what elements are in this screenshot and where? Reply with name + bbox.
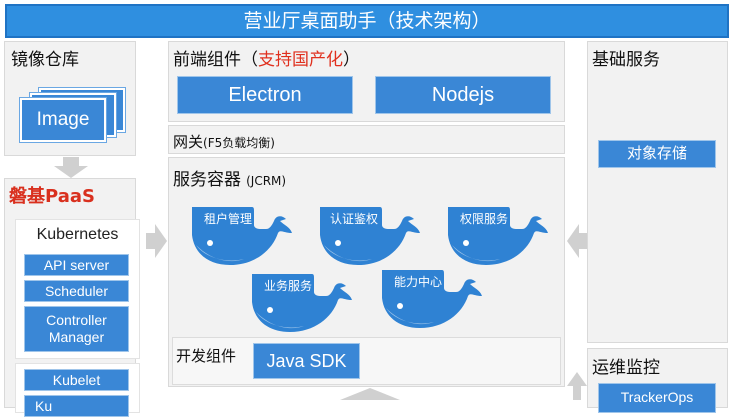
whale-tenant-icon <box>192 207 292 265</box>
whale-business-icon <box>252 274 352 332</box>
up-arrow-icon <box>567 372 587 400</box>
whale-auth-label: 认证鉴权 <box>329 212 378 226</box>
api-server-box: API server <box>24 254 129 276</box>
nodejs-box: Nodejs <box>375 76 551 114</box>
image-box: Image <box>20 98 106 142</box>
controller-manager-box: Controller Manager <box>24 306 129 352</box>
service-container-label: 服务容器 (JCRM) <box>173 165 286 190</box>
partial-component-box: Ku <box>24 395 129 417</box>
whale-permission-icon <box>448 207 548 265</box>
image-label: Image <box>36 109 90 130</box>
devkit-title: 开发组件 <box>176 347 237 365</box>
whale-auth-icon <box>320 207 420 265</box>
node-box: Kubelet Ku <box>15 363 140 417</box>
whale-permission-label: 权限服务 <box>459 212 508 226</box>
left-arrow-icon <box>567 224 589 258</box>
ops-panel: 运维监控 TrackerOps <box>587 348 728 413</box>
bottom-arrow-shape <box>340 388 400 400</box>
paas-title: 磐基PaaS <box>9 186 95 207</box>
down-arrow-icon <box>54 157 88 178</box>
gateway-label: 网关(F5负载均衡) <box>173 131 275 152</box>
devkit-section: 开发组件 Java SDK <box>172 337 561 385</box>
base-services-title: 基础服务 <box>592 50 660 70</box>
service-container-title: 服务容器 <box>173 170 241 190</box>
frontend-title-highlight: 支持国产化 <box>258 50 343 70</box>
base-services-panel: 基础服务 对象存储 <box>587 41 728 343</box>
gateway-bar: 网关(F5负载均衡) <box>168 125 565 154</box>
image-repo-title: 镜像仓库 <box>11 50 79 70</box>
frontend-panel: 前端组件（支持国产化） Electron Nodejs <box>168 41 565 122</box>
electron-box: Electron <box>177 76 353 114</box>
object-storage-box: 对象存储 <box>598 140 716 168</box>
page-title: 营业厅桌面助手（技术架构） <box>5 4 729 38</box>
kubelet-box: Kubelet <box>24 369 129 391</box>
frontend-title-suffix: ） <box>343 50 360 70</box>
whale-capability-icon <box>382 270 482 328</box>
whale-business-label: 业务服务 <box>263 279 312 293</box>
ops-title: 运维监控 <box>592 358 660 378</box>
service-container-note: (JCRM) <box>246 174 287 188</box>
frontend-title-prefix: 前端组件（ <box>173 50 258 70</box>
paas-panel: 磐基PaaS Kubernetes API server Scheduler C… <box>4 178 140 417</box>
scheduler-box: Scheduler <box>24 280 129 302</box>
trackerops-box: TrackerOps <box>598 383 716 413</box>
right-arrow-icon <box>146 224 167 258</box>
frontend-title: 前端组件（支持国产化） <box>173 45 360 70</box>
image-repo-panel: 镜像仓库 Image <box>4 41 136 156</box>
whale-capability-label: 能力中心 <box>393 275 442 289</box>
kubernetes-box: Kubernetes API server Scheduler Controll… <box>15 219 140 359</box>
kubernetes-label: Kubernetes <box>36 226 119 243</box>
whale-tenant-label: 租户管理 <box>203 212 252 226</box>
gateway-title: 网关 <box>173 133 204 151</box>
gateway-note: (F5负载均衡) <box>203 136 275 150</box>
java-sdk-box: Java SDK <box>253 343 360 379</box>
